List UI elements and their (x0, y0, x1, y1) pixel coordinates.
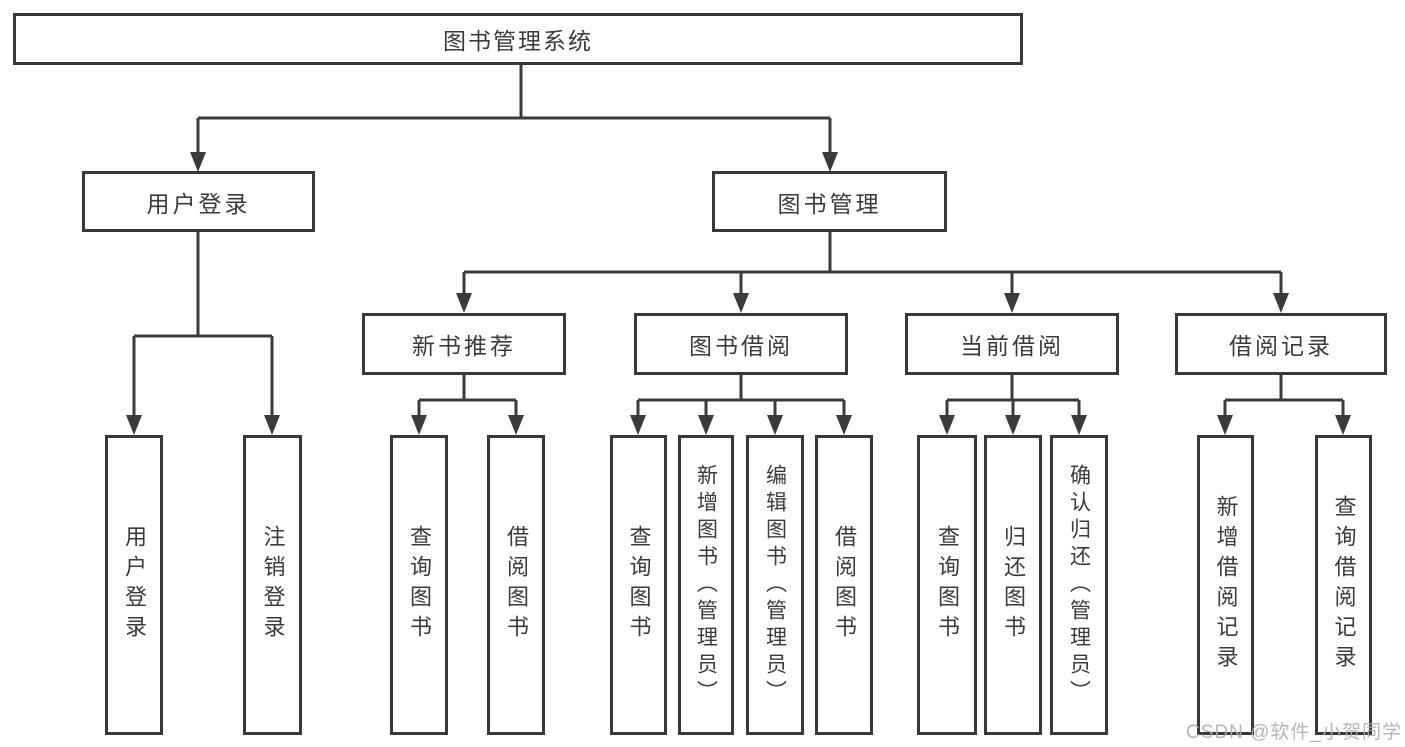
connector-root-to-level2 (196, 65, 832, 154)
leaf-borrow-books-recommend-label: 借阅图书 (504, 525, 529, 645)
arrow-down-icon (1004, 293, 1020, 313)
leaf-return-books: 归还图书 (984, 435, 1042, 735)
watermark-text: CSDN @软件_小贺同学 (1186, 722, 1402, 743)
node-new-book-recommend: 新书推荐 (362, 313, 566, 375)
leaf-add-books-admin: 新增图书（管理员） (678, 435, 734, 735)
leaf-query-borrow-record: 查询借阅记录 (1315, 435, 1372, 735)
node-book-borrowing-label: 图书借阅 (689, 333, 793, 359)
leaf-borrow-books-recommend: 借阅图书 (487, 435, 545, 735)
connector-new-book-to-leaves (417, 375, 518, 417)
arrow-down-icon (264, 415, 280, 435)
node-borrow-records: 借阅记录 (1175, 313, 1387, 375)
leaf-logout: 注销登录 (243, 435, 302, 735)
arrow-down-icon (836, 415, 852, 435)
arrow-down-icon (190, 152, 206, 172)
connector-book-borrow-to-leaves (636, 375, 846, 417)
arrow-down-icon (1217, 415, 1233, 435)
leaf-return-books-label: 归还图书 (1001, 525, 1026, 645)
node-borrow-records-label: 借阅记录 (1229, 333, 1333, 359)
leaf-edit-books-admin-label: 编辑图书（管理员） (763, 463, 787, 707)
leaf-query-books-current: 查询图书 (917, 435, 977, 735)
arrow-down-icon (1335, 415, 1351, 435)
leaf-borrow-books-borrowing-label: 借阅图书 (832, 525, 857, 645)
arrow-down-icon (698, 415, 714, 435)
leaf-user-login-label: 用户登录 (122, 525, 147, 645)
leaf-edit-books-admin: 编辑图书（管理员） (746, 435, 804, 735)
connector-user-login-to-leaves (132, 232, 274, 417)
leaf-query-books-borrowing-label: 查询图书 (626, 525, 652, 645)
node-root-label: 图书管理系统 (443, 28, 593, 54)
leaf-confirm-return-admin: 确认归还（管理员） (1050, 435, 1108, 735)
arrow-down-icon (508, 415, 524, 435)
leaf-add-borrow-record-label: 新增借阅记录 (1213, 495, 1239, 675)
arrow-down-icon (411, 415, 427, 435)
arrow-down-icon (1005, 415, 1021, 435)
node-current-borrowing-label: 当前借阅 (960, 333, 1064, 359)
arrow-down-icon (1071, 415, 1087, 435)
node-new-book-recommend-label: 新书推荐 (412, 333, 516, 359)
arrow-down-icon (630, 415, 646, 435)
node-user-login-label: 用户登录 (146, 190, 251, 217)
node-book-borrowing: 图书借阅 (634, 313, 848, 375)
node-user-login: 用户登录 (82, 171, 315, 232)
arrowhead-icons (126, 152, 1351, 435)
arrow-down-icon (733, 293, 749, 313)
leaf-query-books-recommend-label: 查询图书 (407, 525, 432, 645)
leaf-user-login: 用户登录 (105, 435, 163, 735)
node-book-management: 图书管理 (712, 171, 947, 232)
leaf-query-books-borrowing: 查询图书 (610, 435, 667, 735)
connector-book-mgmt-to-level3 (462, 232, 1283, 295)
arrow-down-icon (456, 293, 472, 313)
leaf-logout-label: 注销登录 (260, 525, 286, 645)
connector-borrow-record-to-leaves (1223, 375, 1345, 417)
node-root: 图书管理系统 (13, 13, 1023, 65)
arrow-down-icon (822, 152, 838, 172)
arrow-down-icon (767, 415, 783, 435)
leaf-query-borrow-record-label: 查询借阅记录 (1331, 495, 1357, 675)
leaf-borrow-books-borrowing: 借阅图书 (815, 435, 873, 735)
connector-current-borrow-to-leaves (945, 375, 1081, 417)
leaf-add-books-admin-label: 新增图书（管理员） (694, 463, 718, 707)
leaf-query-books-recommend: 查询图书 (390, 435, 448, 735)
arrow-down-icon (1273, 293, 1289, 313)
leaf-confirm-return-admin-label: 确认归还（管理员） (1067, 463, 1091, 707)
node-current-borrowing: 当前借阅 (905, 313, 1119, 375)
arrow-down-icon (939, 415, 955, 435)
leaf-add-borrow-record: 新增借阅记录 (1197, 435, 1254, 735)
node-book-management-label: 图书管理 (777, 190, 882, 217)
arrow-down-icon (126, 415, 142, 435)
leaf-query-books-current-label: 查询图书 (935, 525, 960, 645)
